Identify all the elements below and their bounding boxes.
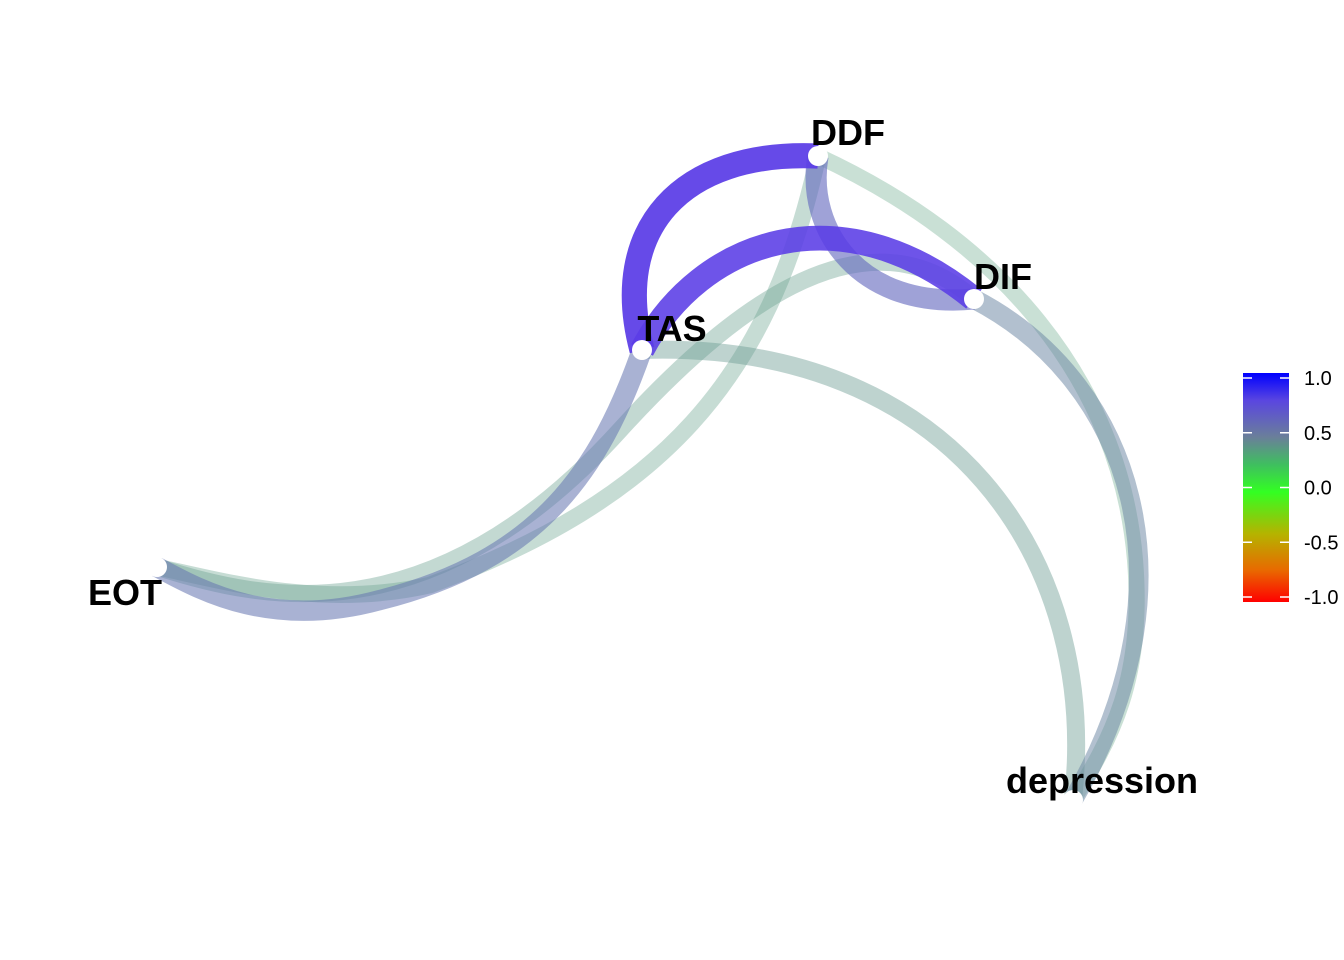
- edges-layer: [152, 143, 1149, 805]
- edge-eot-dif: [154, 253, 980, 603]
- colorbar-legend: 1.0 0.5 0.0 -0.5 -1.0: [1243, 368, 1338, 609]
- edge-tas-ddf: [621, 143, 819, 354]
- edge-dif-depression: [969, 290, 1149, 805]
- colorbar-tick-label: 0.5: [1304, 423, 1332, 445]
- node-label-eot: EOT: [88, 572, 162, 613]
- node-ddf: [808, 146, 828, 166]
- node-label-dif: DIF: [974, 256, 1032, 297]
- node-label-depression: depression: [1006, 760, 1198, 801]
- edge-tas-eot: [152, 346, 652, 621]
- labels-layer: DDF DIF TAS EOT depression: [88, 112, 1198, 801]
- colorbar-tick-label: -0.5: [1304, 532, 1338, 554]
- colorbar-tick-label: 0.0: [1304, 478, 1332, 500]
- node-label-tas: TAS: [637, 308, 706, 349]
- node-label-ddf: DDF: [811, 112, 885, 153]
- node-dif: [964, 289, 984, 309]
- node-tas: [632, 340, 652, 360]
- node-eot: [147, 557, 167, 577]
- node-depression: [1063, 790, 1083, 810]
- nodes-layer: [147, 146, 1083, 810]
- edge-tas-depression: [641, 340, 1086, 801]
- edge-ddf-dif: [805, 154, 976, 311]
- colorbar-tick-label: -1.0: [1304, 587, 1338, 609]
- colorbar-tick-label: 1.0: [1304, 368, 1332, 390]
- edge-ddf-eot: [155, 154, 827, 603]
- colorbar-ticks: 1.0 0.5 0.0 -0.5 -1.0: [1243, 368, 1338, 609]
- edge-tas-dif: [631, 225, 982, 356]
